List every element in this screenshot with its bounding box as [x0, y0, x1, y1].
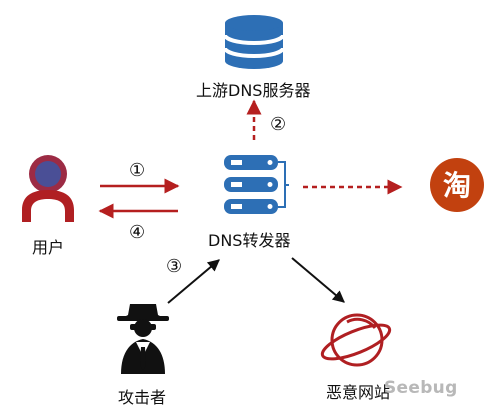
spy-icon — [117, 304, 169, 374]
attacker-label: 攻击者 — [118, 388, 167, 407]
step-4-marker: ④ — [129, 222, 146, 243]
step-2-marker: ② — [270, 114, 287, 135]
user-icon — [22, 155, 74, 222]
server-stack-icon — [224, 155, 289, 214]
database-icon — [223, 15, 285, 69]
taobao-logo-glyph: 淘 — [443, 169, 471, 202]
dns-forwarder-label: DNS转发器 — [208, 231, 291, 250]
taobao-logo: 淘 — [430, 158, 484, 212]
malicious-site-label: 恶意网站 — [326, 383, 391, 402]
arrow-attacker-to-forwarder — [167, 259, 220, 304]
step-1-marker: ① — [129, 160, 146, 181]
step-3-marker: ③ — [166, 256, 183, 277]
planet-icon — [320, 313, 392, 367]
user-label: 用户 — [32, 238, 65, 257]
upstream-dns-label: 上游DNS服务器 — [196, 81, 311, 100]
seebug-watermark: Seebug — [384, 378, 458, 398]
arrow-forwarder-to-malicious — [291, 257, 345, 303]
